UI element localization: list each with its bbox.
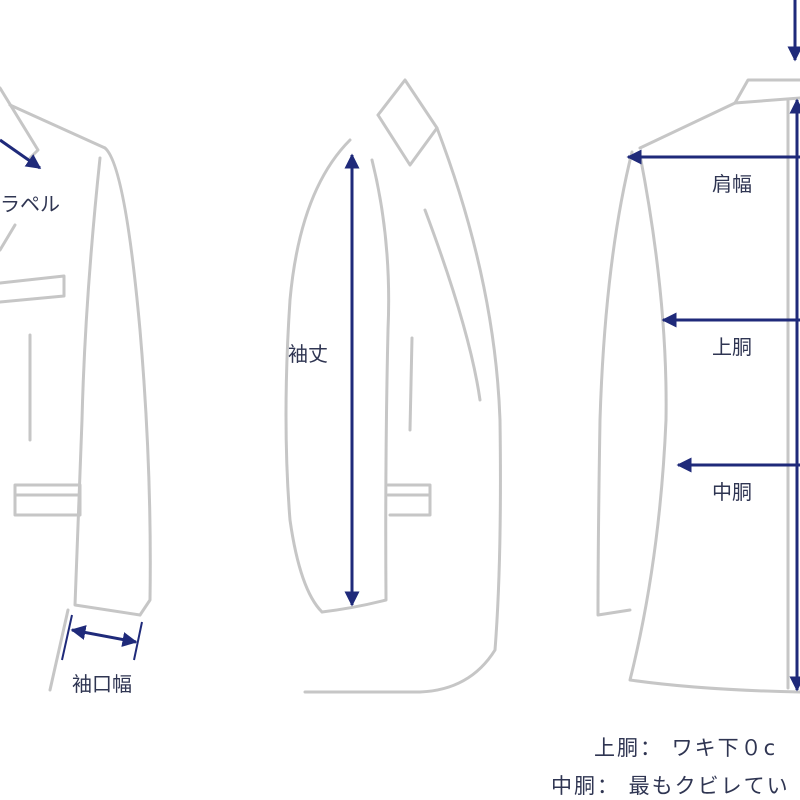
shoulder-width-label: 肩幅 xyxy=(712,172,752,196)
lapel-label: ラペル xyxy=(0,192,60,216)
sleeve-length-label: 袖丈 xyxy=(288,342,328,366)
front-jacket xyxy=(0,86,152,692)
side-jacket xyxy=(284,78,502,694)
lapel-arrow xyxy=(0,138,42,170)
cuff-tick-left xyxy=(61,614,73,661)
cuff-width-arrow xyxy=(70,625,138,647)
middle-torso-label: 中胴 xyxy=(712,480,752,504)
cuff-tick-right xyxy=(133,621,143,661)
back-jacket xyxy=(596,78,800,694)
note-upper-torso: 上胴： ワキ下０c xyxy=(594,736,778,760)
cuff-width-label: 袖口幅 xyxy=(72,672,132,696)
note-middle-torso: 中胴： 最もクビレてい xyxy=(551,774,790,798)
upper-torso-label: 上胴 xyxy=(712,335,752,359)
